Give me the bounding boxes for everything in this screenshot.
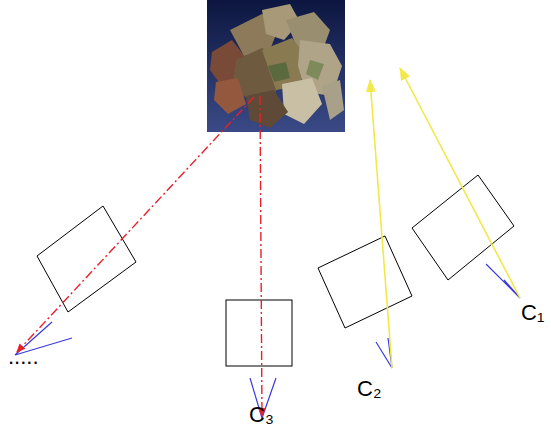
ellipsis-label: ..... — [8, 346, 39, 368]
camera-label: C₂ — [357, 378, 381, 400]
leaf-pile-photo — [207, 0, 345, 132]
camera-center — [15, 264, 520, 418]
camera-label: C₃ — [249, 404, 274, 426]
view-ray — [17, 68, 520, 416]
camera-frame — [37, 175, 514, 366]
camera-label: C₁ — [521, 302, 544, 324]
